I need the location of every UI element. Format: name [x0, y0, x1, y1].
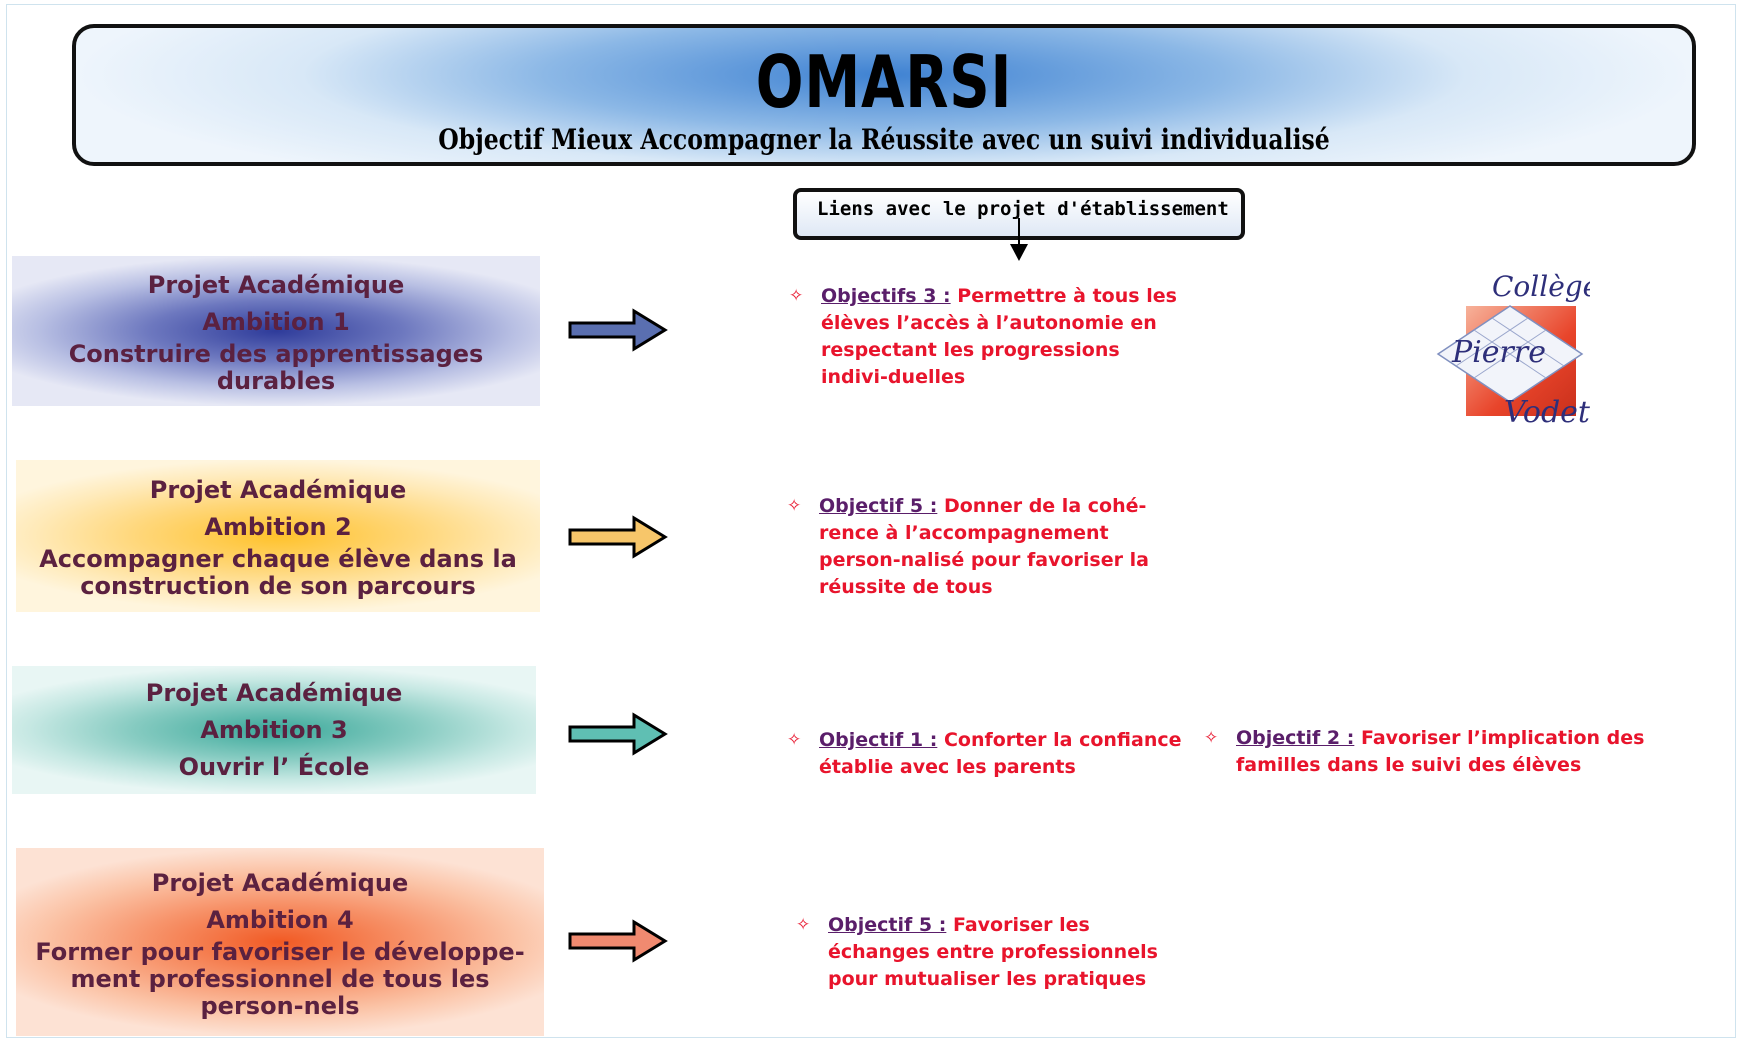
objective-label: Objectifs 3 :: [821, 285, 951, 307]
ambition-2-number: Ambition 2: [204, 513, 352, 541]
ambition-3-number: Ambition 3: [200, 715, 348, 744]
ambition-3-heading: Projet Académique: [145, 678, 403, 707]
right-arrow-icon: [568, 308, 668, 352]
page-subtitle: Objectif Mieux Accompagner la Réussite a…: [438, 123, 1330, 156]
ambition-1-number: Ambition 1: [202, 308, 350, 336]
page-frame: [6, 4, 1736, 1038]
ambition-2-panel: Projet Académique Ambition 2 Accompagner…: [16, 460, 540, 612]
logo-grid-line: [1455, 317, 1529, 367]
objective-label: Objectif 1 :: [819, 729, 938, 751]
logo-text-pierre: Pierre: [1451, 335, 1546, 370]
right-arrow-icon: [568, 919, 668, 963]
objective-label: Objectif 5 :: [819, 495, 938, 517]
objective-text: Permettre à tous les élèves l’accès à l’…: [821, 285, 1177, 388]
objective-block: ✧ Objectif 5 : Donner de la cohé-rence à…: [787, 493, 1189, 601]
objective-block: ✧ Objectifs 3 : Permettre à tous les élè…: [789, 283, 1181, 391]
objective-label: Objectif 2 :: [1236, 727, 1355, 749]
bullet-icon: ✧: [1204, 728, 1219, 748]
bullet-icon: ✧: [789, 286, 804, 306]
ambition-2-heading: Projet Académique: [149, 476, 407, 504]
objective-text: Donner de la cohé-rence à l’accompagneme…: [819, 495, 1149, 598]
down-arrow-icon: [1010, 244, 1028, 261]
ambition-1-heading: Projet Académique: [147, 271, 405, 299]
logo-grid-line: [1491, 317, 1565, 367]
ambition-1-description: Construire des apprentissages durables: [68, 340, 484, 395]
logo-text-vodet: Vodet: [1504, 395, 1590, 430]
ambition-4-panel: Projet Académique Ambition 4 Former pour…: [16, 848, 544, 1036]
ambition-4-description: Former pour favoriser le développe-ment …: [35, 937, 525, 1020]
objective-text: Favoriser l’implication des familles dan…: [1236, 727, 1645, 776]
liens-arrow-shaft: [1018, 218, 1020, 244]
ambition-4-number: Ambition 4: [206, 905, 354, 934]
header-banner: OMARSI Objectif Mieux Accompagner la Réu…: [72, 24, 1696, 166]
right-arrow-icon: [568, 712, 668, 756]
objective-block: ✧ Objectif 2 : Favoriser l’implication d…: [1204, 725, 1676, 779]
ambition-1-panel: Projet Académique Ambition 1 Construire …: [12, 256, 540, 406]
objective-text: Conforter la confiance établie avec les …: [819, 729, 1182, 778]
bullet-icon: ✧: [787, 730, 802, 750]
objective-block: ✧ Objectif 1 : Conforter la confiance ét…: [787, 727, 1189, 781]
logo-text-college: Collège: [1492, 270, 1590, 303]
logo-grid-line: [1473, 329, 1547, 379]
objective-label: Objectif 5 :: [828, 914, 947, 936]
ambition-4-heading: Projet Académique: [151, 868, 409, 897]
ambition-3-panel: Projet Académique Ambition 3 Ouvrir l’ É…: [12, 666, 536, 794]
page-title: OMARSI: [755, 40, 1013, 124]
right-arrow-icon: [568, 515, 668, 559]
bullet-icon: ✧: [796, 915, 811, 935]
ambition-3-description: Ouvrir l’ École: [178, 752, 370, 781]
bullet-icon: ✧: [787, 496, 802, 516]
ambition-2-description: Accompagner chaque élève dans la constru…: [39, 545, 517, 600]
objective-text: Favoriser les échanges entre professionn…: [828, 914, 1158, 990]
objective-block: ✧ Objectif 5 : Favoriser les échanges en…: [796, 912, 1188, 993]
college-logo: Collège Pierre Vodet: [1436, 270, 1590, 430]
